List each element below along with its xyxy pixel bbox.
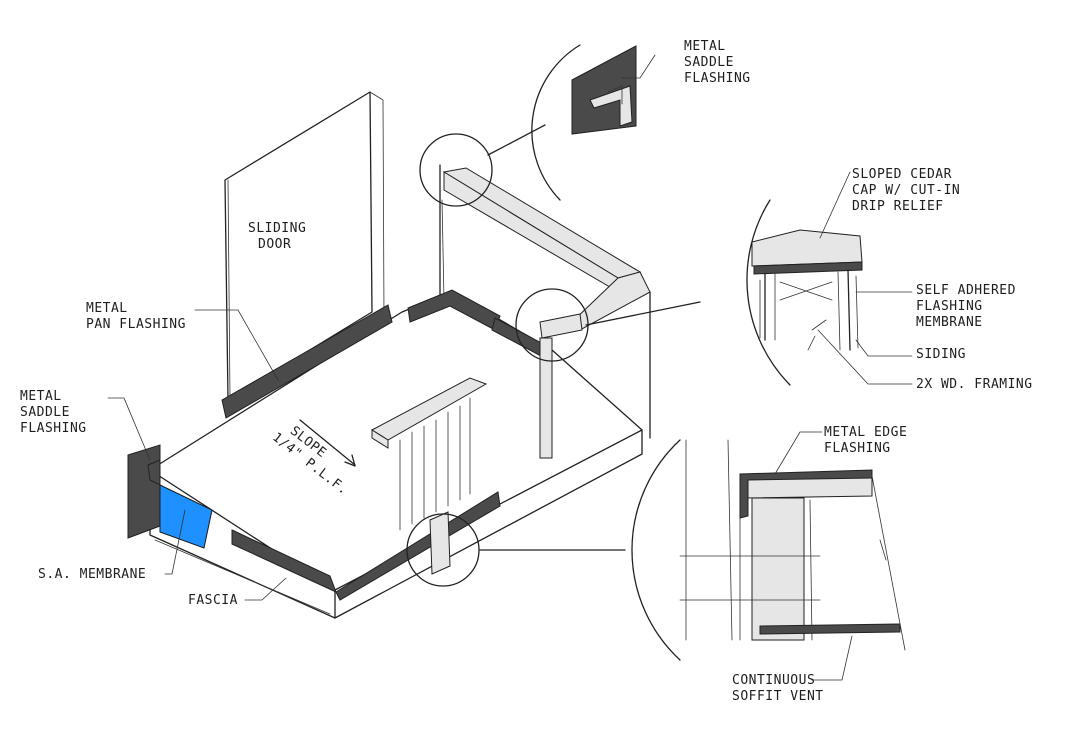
saddle-flashing-left-label: METAL SADDLE FLASHING (20, 389, 87, 436)
pan-flashing-label: METAL PAN FLASHING (86, 301, 186, 332)
pan-flashing-strip (221, 289, 546, 419)
cap-label: SLOPED CEDAR CAP W/ CUT-IN DRIP RELIEF (852, 167, 969, 214)
sliding-door (224, 91, 385, 401)
edge-flashing-label: METAL EDGE FLASHING (824, 425, 916, 456)
siding-label: SIDING (916, 347, 966, 362)
fascia-edge (149, 429, 643, 619)
callout-circle-bottom (406, 513, 480, 587)
callout-link-top (487, 124, 546, 156)
slope-arrow (299, 419, 356, 467)
guard-rail (442, 167, 651, 459)
sliding-door-label: SLIDING DOOR (248, 221, 315, 252)
detail-saddle-flashing (531, 44, 656, 201)
leader-saddle-left (107, 397, 151, 461)
near-rail (370, 377, 488, 575)
sa-membrane-patch (159, 484, 213, 549)
soffit-vent-label: CONTINUOUS SOFFIT VENT (732, 673, 824, 704)
edge-flashing-front (231, 491, 501, 601)
leader-pan-flashing (194, 309, 279, 381)
fascia-label: FASCIA (188, 593, 238, 608)
sa-flashing-membrane-label: SELF ADHERED FLASHING MEMBRANE (916, 283, 1024, 330)
detail-top-label: METAL SADDLE FLASHING (684, 39, 751, 86)
leader-sa-membrane (164, 509, 186, 575)
callout-circle-top (419, 133, 493, 207)
detail-cedar-cap (746, 171, 913, 386)
back-wall (439, 164, 445, 301)
saddle-flashing-left (127, 444, 161, 539)
sa-membrane-label: S.A. MEMBRANE (38, 567, 146, 582)
main-deck-view (107, 91, 701, 619)
framing-label: 2X WD. FRAMING (916, 377, 1033, 392)
callout-link-right (585, 301, 701, 326)
detail-metal-edge (631, 431, 906, 681)
leader-fascia (244, 577, 287, 601)
deck-surface (149, 291, 643, 591)
